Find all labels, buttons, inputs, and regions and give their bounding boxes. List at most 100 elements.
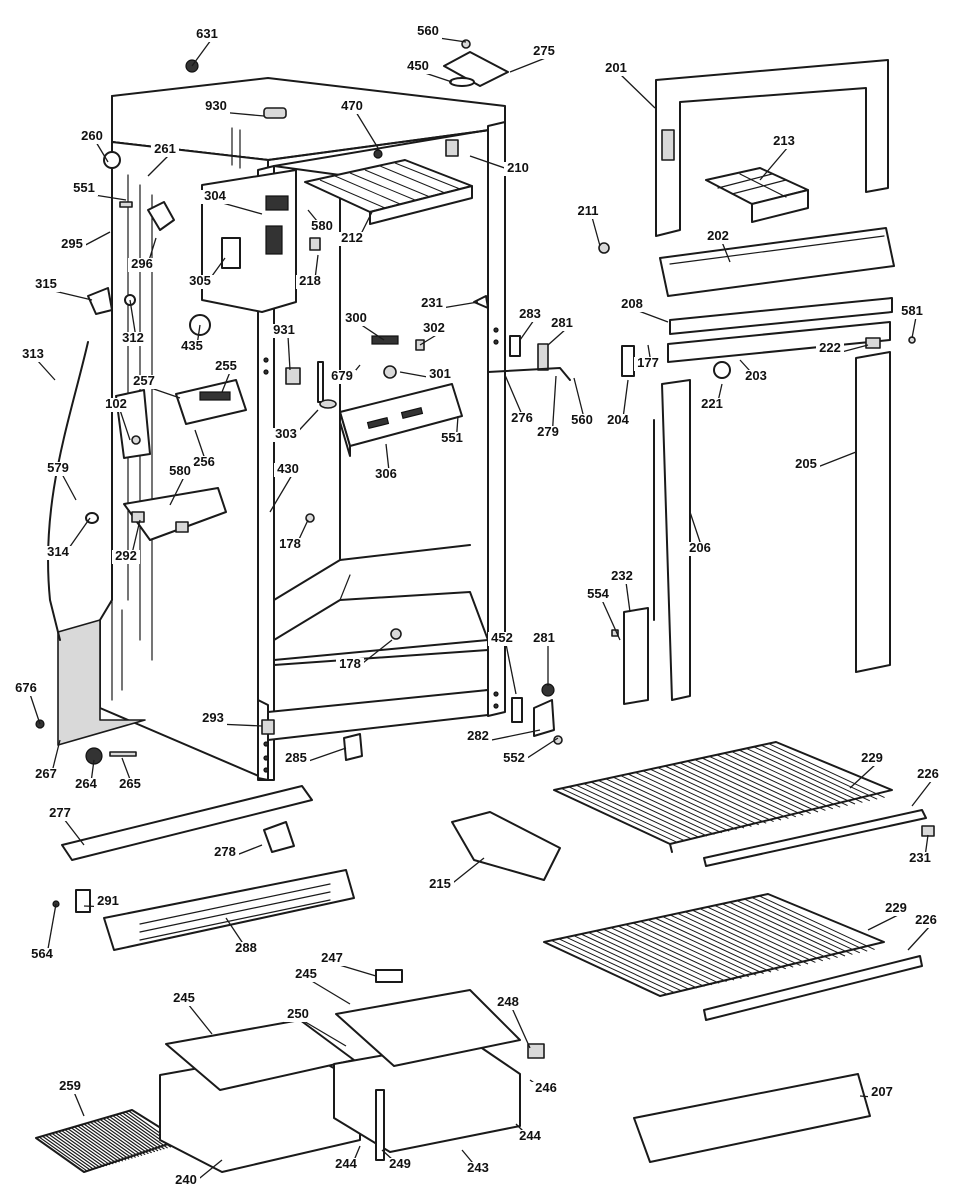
part-label-205: 205 [795, 456, 817, 471]
breaker-strip [855, 351, 891, 673]
leader-line-260 [95, 141, 109, 163]
part-label-226a: 226 [917, 766, 939, 781]
part-label-552: 552 [503, 750, 525, 765]
part-label-257: 257 [133, 373, 155, 388]
part-label-580a: 580 [311, 218, 333, 233]
part-label-285: 285 [285, 750, 307, 765]
part-label-243: 243 [467, 1160, 489, 1175]
part-label-240: 240 [175, 1172, 197, 1187]
door-channel [667, 321, 891, 363]
part-label-293: 293 [202, 710, 224, 725]
part-label-261: 261 [154, 141, 176, 156]
leader-line-201 [619, 73, 656, 109]
leader-line-676 [29, 693, 41, 725]
leader-line-277 [63, 818, 85, 846]
shelf-standard [623, 607, 649, 705]
part-label-203: 203 [745, 368, 767, 383]
part-label-178a: 178 [279, 536, 301, 551]
part-label-313: 313 [22, 346, 44, 361]
part-label-314: 314 [47, 544, 69, 559]
leader-line-245b [187, 1003, 213, 1035]
part-label-218: 218 [299, 273, 321, 288]
part-label-229a: 229 [861, 750, 883, 765]
part-label-279: 279 [537, 424, 559, 439]
leader-line-452 [505, 643, 517, 695]
part-label-215: 215 [429, 876, 451, 891]
part-label-250: 250 [287, 1006, 309, 1021]
part-label-231b: 231 [909, 850, 931, 865]
leader-line-213 [759, 146, 789, 181]
part-label-304: 304 [204, 188, 226, 203]
crisper-pan-left [159, 1019, 361, 1173]
part-label-291: 291 [97, 893, 119, 908]
part-label-260: 260 [81, 128, 103, 143]
part-label-249: 249 [389, 1156, 411, 1171]
part-label-281a: 281 [551, 315, 573, 330]
leader-line-226b [907, 925, 931, 951]
part-label-301: 301 [429, 366, 451, 381]
part-label-282: 282 [467, 728, 489, 743]
leader-line-281a [547, 328, 567, 346]
leader-line-255 [221, 371, 231, 393]
door-liner-frame [655, 59, 889, 237]
crisper-pan-right [333, 989, 521, 1153]
part-label-213: 213 [773, 133, 795, 148]
part-label-312: 312 [122, 330, 144, 345]
part-label-551a: 551 [73, 180, 95, 195]
leader-line-102 [119, 409, 131, 441]
door-bin [633, 1073, 871, 1163]
part-label-221: 221 [701, 396, 723, 411]
leader-line-300 [359, 323, 385, 341]
part-label-300: 300 [345, 310, 367, 325]
part-label-581: 581 [901, 303, 923, 318]
part-label-255: 255 [215, 358, 237, 373]
leader-line-580b [169, 476, 185, 506]
part-label-231a: 231 [421, 295, 443, 310]
part-label-256: 256 [193, 454, 215, 469]
part-label-259: 259 [59, 1078, 81, 1093]
part-label-579: 579 [47, 460, 69, 475]
part-label-207: 207 [871, 1084, 893, 1099]
part-label-551b: 551 [441, 430, 463, 445]
part-label-177: 177 [637, 355, 659, 370]
part-label-430: 430 [277, 461, 299, 476]
part-label-295: 295 [61, 236, 83, 251]
part-label-302: 302 [423, 320, 445, 335]
part-label-244a: 244 [519, 1128, 541, 1143]
leader-line-259 [73, 1091, 85, 1117]
leader-line-229a [849, 763, 877, 789]
part-label-265: 265 [119, 776, 141, 791]
part-label-226b: 226 [915, 912, 937, 927]
part-label-580b: 580 [169, 463, 191, 478]
part-label-288: 288 [235, 940, 257, 955]
leader-line-202 [721, 241, 731, 263]
part-label-267: 267 [35, 766, 57, 781]
leader-line-581 [911, 316, 917, 339]
leader-line-631 [191, 39, 212, 67]
part-label-631: 631 [196, 26, 218, 41]
dairy-bin [451, 811, 561, 881]
leader-line-313 [36, 359, 56, 381]
part-label-276: 276 [511, 410, 533, 425]
part-label-232: 232 [611, 568, 633, 583]
leader-line-211 [591, 216, 601, 247]
part-label-206: 206 [689, 540, 711, 555]
drain-tube [47, 341, 89, 641]
part-label-264: 264 [75, 776, 97, 791]
part-label-208: 208 [621, 296, 643, 311]
wire-shelf-lower [543, 893, 923, 1021]
part-label-315: 315 [35, 276, 57, 291]
leader-line-250 [301, 1019, 347, 1047]
part-label-222: 222 [819, 340, 841, 355]
leader-line-470 [355, 111, 379, 149]
part-label-210: 210 [507, 160, 529, 175]
part-label-450: 450 [407, 58, 429, 73]
leader-line-283 [519, 319, 535, 341]
rear-grille [35, 1109, 181, 1173]
part-label-931: 931 [273, 322, 295, 337]
part-label-278: 278 [214, 844, 236, 859]
part-label-560b: 560 [571, 412, 593, 427]
part-label-277: 277 [49, 805, 71, 820]
